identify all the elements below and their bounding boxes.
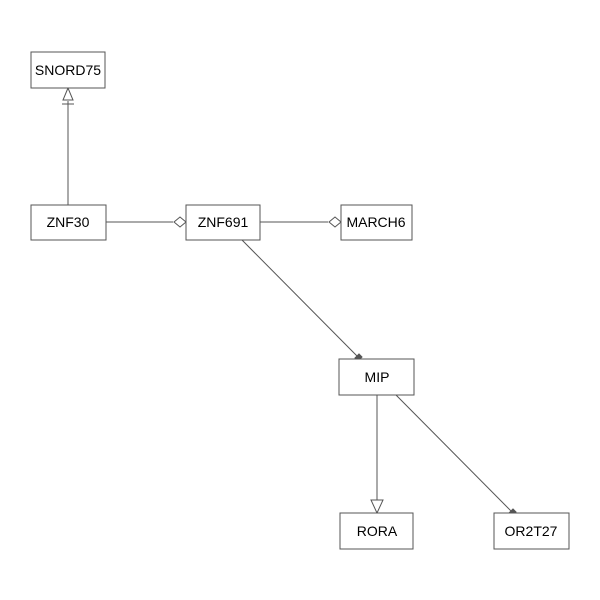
edge-znf30-znf691	[106, 216, 187, 228]
node-label-znf691: ZNF691	[198, 214, 249, 230]
edge-mip-or2t27	[395, 394, 517, 517]
edge-mip-rora	[370, 395, 384, 515]
node-label-snord75: SNORD75	[35, 62, 101, 78]
edge-znf691-march6	[260, 216, 342, 228]
node-march6[interactable]: MARCH6	[340, 204, 413, 241]
node-or2t27[interactable]: OR2T27	[493, 512, 570, 550]
hollow-diamond-arrowhead	[173, 216, 187, 228]
node-znf691[interactable]: ZNF691	[185, 204, 261, 241]
hollow-diamond-arrowhead	[328, 216, 342, 228]
node-znf30[interactable]: ZNF30	[30, 204, 107, 241]
node-snord75[interactable]: SNORD75	[30, 51, 106, 89]
node-label-znf30: ZNF30	[47, 214, 90, 230]
edges	[62, 86, 517, 517]
edge-znf691-mip	[241, 239, 363, 362]
node-label-march6: MARCH6	[346, 214, 405, 230]
node-label-mip: MIP	[365, 369, 390, 385]
nodes: SNORD75 ZNF30 ZNF691 MARCH6 MIP RORA OR2…	[30, 51, 570, 550]
hollow-triangle-arrowhead	[370, 499, 384, 515]
node-label-rora: RORA	[357, 523, 398, 539]
node-rora[interactable]: RORA	[339, 512, 414, 550]
edge-znf30-snord75	[62, 86, 74, 205]
node-label-or2t27: OR2T27	[505, 523, 558, 539]
node-mip[interactable]: MIP	[338, 358, 415, 396]
hollow-triangle-arrowhead	[62, 86, 74, 101]
